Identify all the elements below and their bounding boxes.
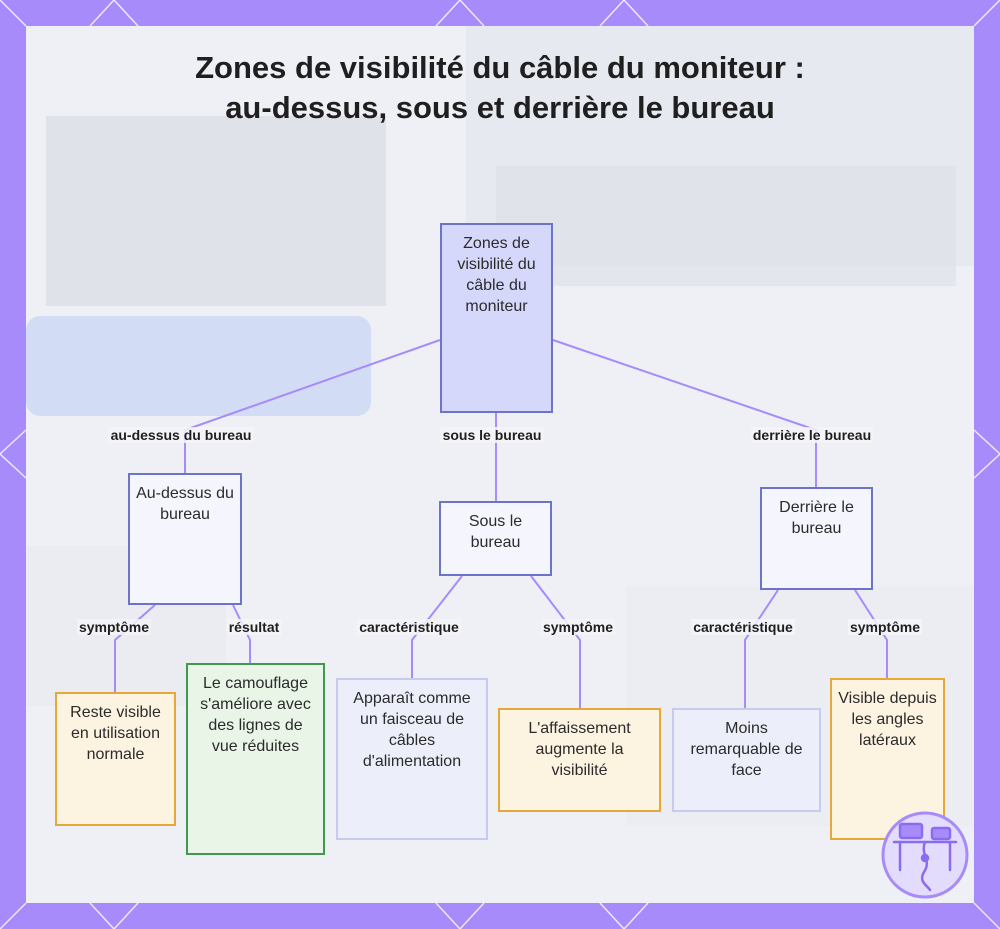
connector-above-result xyxy=(232,604,251,663)
node-above-symptom: Reste visible en utilisation normale xyxy=(55,692,176,826)
edge-label-under-symptom: symptôme xyxy=(540,619,616,635)
connector-root-behind xyxy=(552,339,817,487)
node-root: Zones de visibilité du câble du moniteur xyxy=(440,223,553,413)
edge-label-behind-feature: caractéristique xyxy=(691,619,795,635)
connector-behind-symptom xyxy=(854,589,888,678)
connector-under-symptom xyxy=(530,575,581,708)
desk-workspace-icon xyxy=(881,811,969,899)
node-under-symptom: L'affaissement augmente la visibilité xyxy=(498,708,661,812)
node-under-desk: Sous le bureau xyxy=(439,501,552,576)
connector-root-above xyxy=(184,339,441,473)
connector-behind-feature xyxy=(744,589,779,708)
edge-label-behind-symptom: symptôme xyxy=(847,619,923,635)
node-under-feature-label: Apparaît comme un faisceau de câbles d'a… xyxy=(353,690,471,770)
diagram-title: Zones de visibilité du câble du moniteur… xyxy=(195,50,805,125)
edge-label-root-under: sous le bureau xyxy=(440,427,544,443)
node-behind-symptom-label: Visible depuis les angles latéraux xyxy=(838,690,937,749)
node-behind-symptom: Visible depuis les angles latéraux xyxy=(830,678,945,840)
connector-under-feature xyxy=(411,575,463,678)
edge-label-above-symptom: symptôme xyxy=(76,619,152,635)
edge-label-root-above: au-dessus du bureau xyxy=(108,427,254,443)
node-above-result-label: Le camouflage s'améliore avec des lignes… xyxy=(200,675,311,755)
node-above-desk-label: Au-dessus du bureau xyxy=(136,485,234,523)
connector-above-symptom xyxy=(114,604,156,692)
node-behind-desk: Derrière le bureau xyxy=(760,487,873,590)
node-under-symptom-label: L'affaissement augmente la visibilité xyxy=(528,720,631,779)
edge-label-root-behind: derrière le bureau xyxy=(750,427,874,443)
node-under-desk-label: Sous le bureau xyxy=(468,513,523,551)
node-behind-feature-label: Moins remarquable de face xyxy=(690,720,803,779)
node-above-symptom-label: Reste visible en utilisation normale xyxy=(70,704,161,763)
edge-label-under-feature: caractéristique xyxy=(357,619,461,635)
node-behind-feature: Moins remarquable de face xyxy=(672,708,821,812)
node-behind-desk-label: Derrière le bureau xyxy=(779,499,854,537)
node-root-label: Zones de visibilité du câble du moniteur xyxy=(457,235,536,315)
edge-label-above-result: résultat xyxy=(226,619,282,635)
node-above-desk: Au-dessus du bureau xyxy=(128,473,242,605)
node-above-result: Le camouflage s'améliore avec des lignes… xyxy=(186,663,325,855)
node-under-feature: Apparaît comme un faisceau de câbles d'a… xyxy=(336,678,488,840)
